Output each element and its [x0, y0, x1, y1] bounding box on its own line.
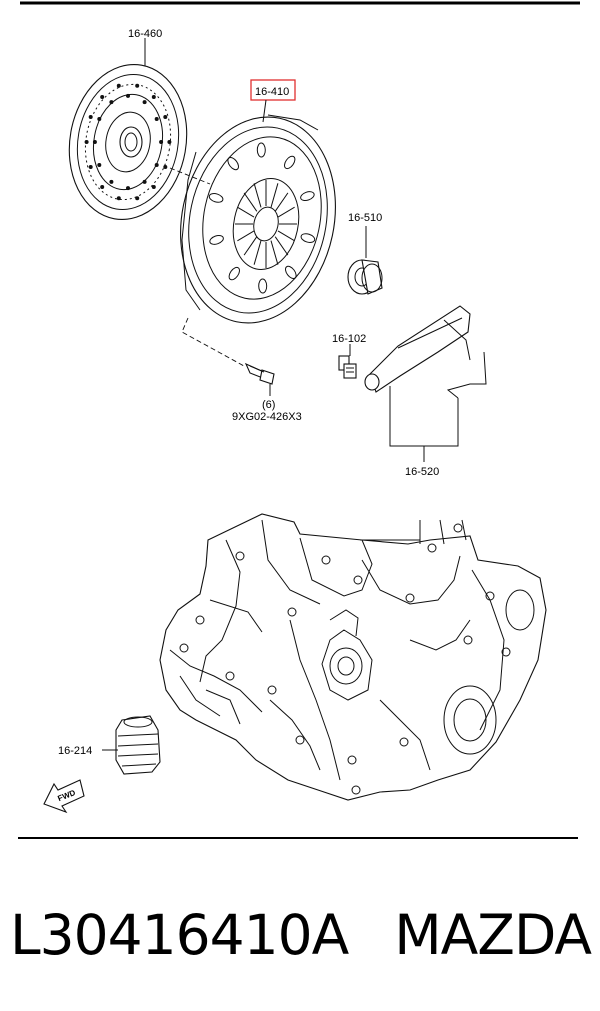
pivot-bolt — [338, 355, 357, 379]
callout-16-520: 16-520 — [405, 466, 439, 478]
transaxle-case — [159, 513, 547, 801]
clutch-cover — [180, 114, 336, 324]
fwd-arrow-icon: FWD — [43, 779, 85, 814]
clutch-disc — [68, 63, 188, 221]
callout-16-102: 16-102 — [332, 333, 366, 345]
release-fork — [364, 305, 487, 399]
callout-16-214: 16-214 — [58, 745, 92, 757]
part-caption: L30416410A MAZDA — [10, 895, 595, 975]
brand-name: MAZDA — [394, 903, 592, 967]
callout-bolt-code: 9XG02-426X3 — [232, 411, 302, 423]
callout-16-460: 16-460 — [128, 28, 162, 40]
highlight-box — [250, 79, 296, 101]
callout-bolt-qty: (6) — [262, 399, 275, 411]
part-number: L30416410A — [10, 903, 349, 967]
callout-16-410: 16-410 — [255, 86, 289, 98]
cover-bolt — [244, 362, 275, 385]
dust-boot — [115, 715, 161, 775]
callout-16-510: 16-510 — [348, 212, 382, 224]
release-bearing — [347, 259, 383, 295]
